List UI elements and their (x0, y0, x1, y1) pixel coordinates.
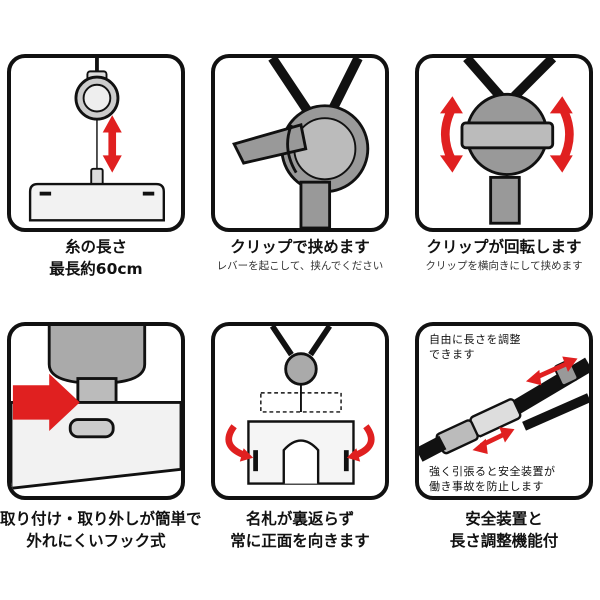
flip-right-arrow (354, 424, 375, 459)
caption-title-line: 長さ調整機能付 (449, 532, 559, 550)
note-safety-release: 強く引張ると安全装置が 働き事故を防止します (429, 464, 556, 494)
retractable-reel-illustration (28, 58, 166, 222)
caption-clip: クリップで挟めます レバーを起こして、挟んでください (211, 236, 389, 273)
note-line: 強く引張ると安全装置が (429, 465, 556, 478)
caption-title-line: クリップが回転します (426, 238, 582, 256)
note-adjust-length: 自由に長さを調整 できます (429, 332, 521, 362)
panel-safety: 自由に長さを調整 できます 強く引張ると安全装置が 働き事故を防止します (415, 322, 593, 500)
flip-left-arrow (225, 424, 246, 459)
caption-safety: 安全装置と 長さ調整機能付 (415, 508, 593, 552)
rotate-left-arrow (440, 105, 457, 164)
caption-no-flip: 名札が裏返らず 常に正面を向きます (211, 508, 389, 552)
caption-subtitle: クリップを横向きにして挟めます (425, 260, 583, 272)
caption-title-line: 外れにくいフック式 (26, 532, 166, 550)
note-line: できます (429, 348, 475, 361)
rotate-right-arrow (558, 105, 574, 164)
insert-arrow (12, 373, 80, 432)
caption-title-line: クリップで挟めます (230, 238, 370, 256)
adjust-arrow (525, 356, 578, 386)
badge-no-flip-illustration (225, 326, 375, 485)
caption-title-line: 名札が裏返らず (245, 510, 355, 528)
caption-title-line: 糸の長さ (64, 238, 127, 256)
clip-lever-illustration (232, 58, 370, 228)
panel-cord-length (7, 54, 185, 232)
note-line: 自由に長さを調整 (429, 333, 521, 346)
caption-title-line: 取り付け・取り外しが簡単で (0, 510, 202, 528)
panel-clip (211, 54, 389, 232)
safety-buckle-illustration (419, 356, 589, 462)
caption-hook: 取り付け・取り外しが簡単で 外れにくいフック式 (0, 508, 202, 552)
panel-rotating-clip (415, 54, 593, 232)
caption-title-line: 安全装置と (465, 510, 543, 528)
note-line: 働き事故を防止します (429, 480, 544, 493)
caption-subtitle: レバーを起こして、挟んでください (216, 260, 384, 272)
caption-title-line: 常に正面を向きます (230, 532, 370, 550)
panel-no-flip (211, 322, 389, 500)
hook-illustration (11, 326, 181, 490)
release-arrow (472, 427, 515, 454)
caption-rotating-clip: クリップが回転します クリップを横向きにして挟めます (413, 236, 595, 273)
rotating-clip-illustration (440, 58, 574, 225)
caption-cord-length: 糸の長さ 最長約60cm (7, 236, 185, 280)
caption-title-line: 最長約60cm (49, 260, 143, 278)
panel-hook (7, 322, 185, 500)
